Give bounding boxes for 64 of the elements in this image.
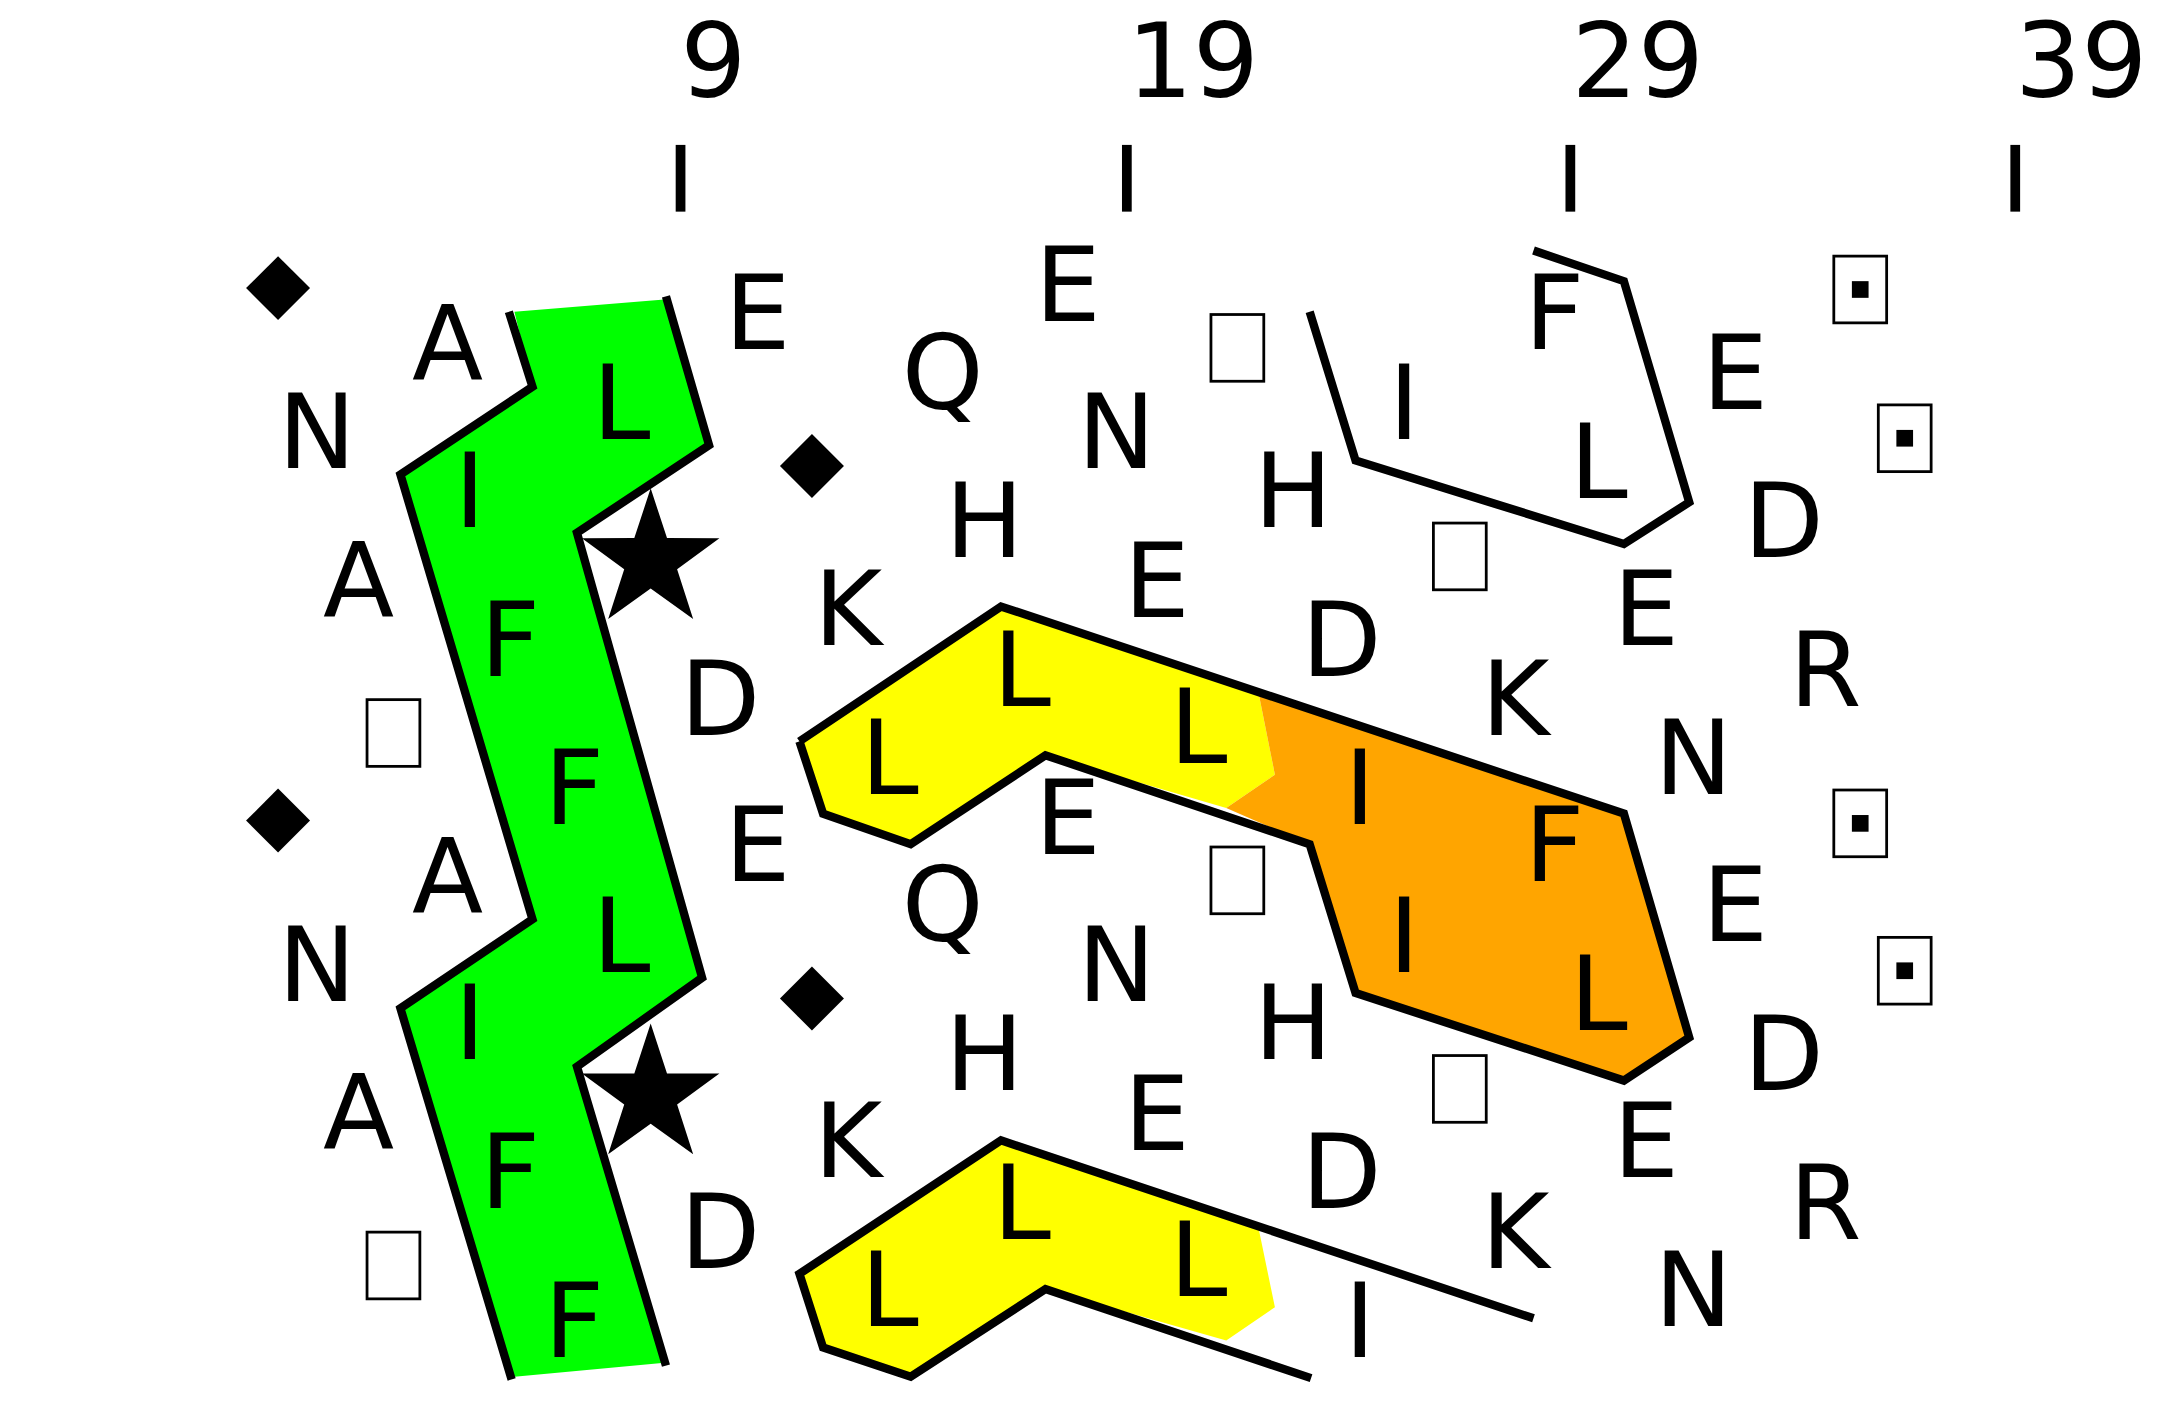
residue-letter: D <box>680 647 761 752</box>
residue-letter: H <box>945 469 1024 574</box>
residue-letter: F <box>480 587 541 692</box>
residue-letter: F <box>544 1268 605 1373</box>
residue-letter: E <box>1034 765 1101 870</box>
residue-letter: H <box>1253 438 1333 543</box>
residue-letter: A <box>412 291 484 396</box>
residue-letter: L <box>1169 675 1228 780</box>
residue-letter: I <box>1344 736 1376 841</box>
residue-letter: I <box>1344 1268 1376 1373</box>
residue-letter: E <box>1702 853 1768 958</box>
residue-letter: I <box>454 438 486 543</box>
residue-letter: F <box>1524 260 1585 365</box>
residue-letter: D <box>1743 1001 1824 1106</box>
position-number: 9 <box>680 9 747 114</box>
residue-letter: E <box>724 260 791 365</box>
residue-letter: K <box>1481 647 1550 752</box>
residue-letter: I <box>1388 351 1420 456</box>
position-number: 29 <box>1571 9 1704 114</box>
residue-letter: R <box>1789 618 1862 723</box>
residue-letter: N <box>1654 1238 1733 1343</box>
residue-letter: E <box>1613 1089 1679 1194</box>
residue-letter: D <box>680 1179 761 1284</box>
residue-letter: F <box>1524 793 1585 898</box>
residue-letter: N <box>1654 705 1733 810</box>
residue-letter: L <box>992 1150 1051 1255</box>
residue-letter: K <box>814 1089 883 1194</box>
residue-letter: Q <box>901 320 984 425</box>
residue-letter: A <box>412 823 484 928</box>
residue-letter: L <box>860 1238 919 1343</box>
residue-letter: Q <box>901 853 984 958</box>
residue-letter: E <box>1123 529 1190 634</box>
residue-letter: N <box>1077 912 1156 1017</box>
residue-letter: N <box>1077 380 1156 485</box>
residue-letter: F <box>480 1120 541 1224</box>
residue-letter: L <box>592 883 651 988</box>
residue-letter: D <box>1301 587 1382 692</box>
residue-letter: E <box>1123 1061 1190 1166</box>
residue-letter: L <box>1569 942 1628 1047</box>
residue-letter: L <box>860 705 919 810</box>
residue-letter: L <box>592 351 651 456</box>
residue-letter: N <box>278 912 356 1017</box>
residue-letter: E <box>724 793 791 898</box>
residue-letter: A <box>323 527 395 632</box>
residue-letter: F <box>544 736 605 841</box>
residue-letter: A <box>323 1060 395 1165</box>
residue-letter: R <box>1789 1150 1862 1255</box>
residue-letter: E <box>1034 233 1101 337</box>
position-number: 19 <box>1126 9 1260 114</box>
position-number: 39 <box>2015 9 2148 114</box>
residue-letter: E <box>1613 556 1679 661</box>
residue-letter: H <box>945 1001 1024 1106</box>
residue-letter: E <box>1702 320 1768 425</box>
residue-letter: I <box>454 971 486 1076</box>
residue-letter: D <box>1301 1120 1382 1224</box>
residue-letter: K <box>1481 1179 1550 1284</box>
residue-letter: L <box>1169 1207 1228 1312</box>
residue-letter: K <box>814 556 883 661</box>
residue-letter: D <box>1743 469 1824 574</box>
residue-letter: L <box>1569 409 1628 514</box>
residue-letter: I <box>1388 883 1420 988</box>
residue-letter: H <box>1253 971 1333 1076</box>
residue-letter: N <box>278 380 356 485</box>
residue-letter: L <box>992 618 1051 723</box>
